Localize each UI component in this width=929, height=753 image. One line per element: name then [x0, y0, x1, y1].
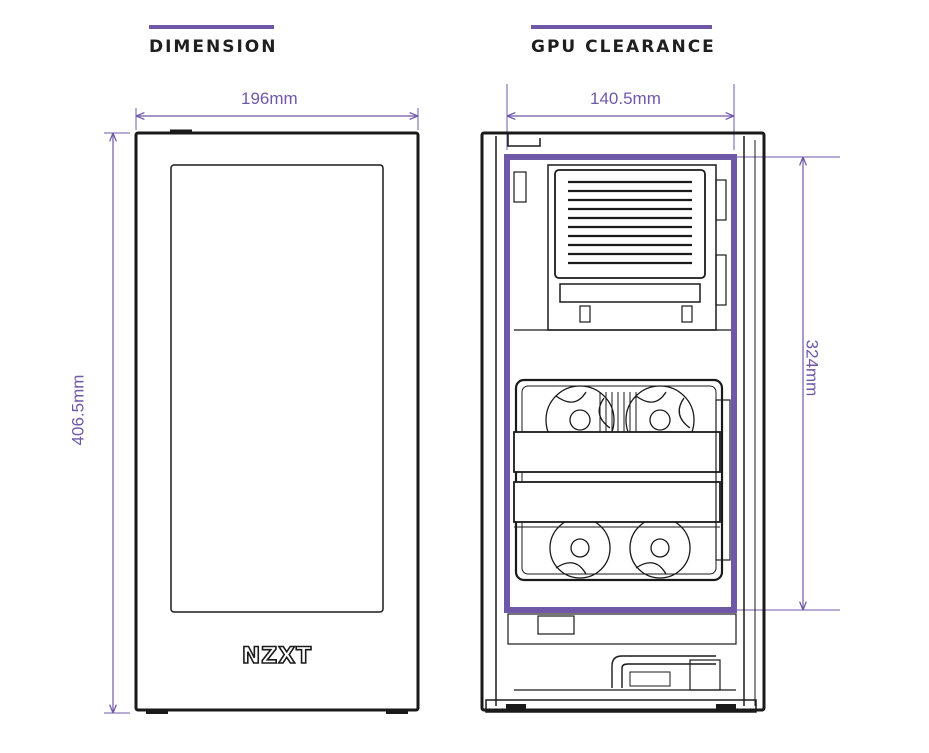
- dimension-heading: DIMENSION: [149, 37, 278, 57]
- gpu-clearance-box: [504, 154, 737, 613]
- case-front-outline: [134, 131, 420, 712]
- case-front-view: NZXT: [104, 108, 420, 714]
- dimension-heading-bar: [149, 25, 274, 29]
- case-side-view: [480, 84, 840, 713]
- case-front-panel: [170, 164, 384, 613]
- gpu-drawing: [513, 378, 731, 582]
- case-side-outline: [480, 131, 766, 712]
- gpu-clearance-heading: GPU CLEARANCE: [531, 37, 716, 57]
- psu-drawing: [513, 164, 736, 331]
- gpu-clearance-heading-bar: [531, 25, 712, 29]
- case-width-label: 196mm: [241, 89, 298, 108]
- bottom-components-drawing: [507, 613, 737, 691]
- gpu-width-label: 140.5mm: [590, 89, 661, 108]
- nzxt-logo: NZXT: [242, 644, 312, 669]
